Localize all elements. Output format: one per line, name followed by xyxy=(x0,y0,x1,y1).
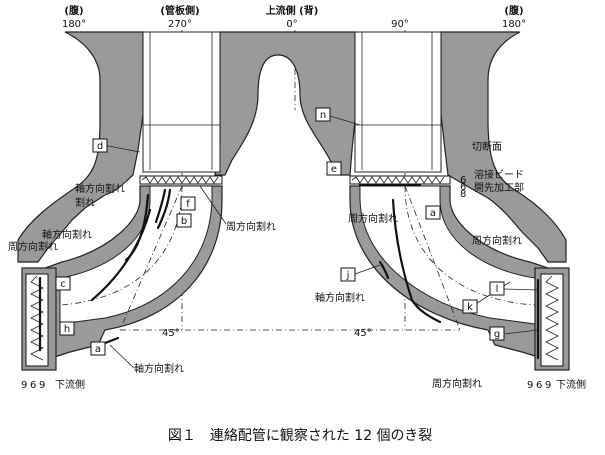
annot-45-left: 45° xyxy=(162,328,180,339)
crack-box-g xyxy=(489,326,505,341)
annot-axial-1: 軸方向割れ xyxy=(75,182,125,195)
crack-label-a-left: a xyxy=(95,344,101,355)
dim-left-1: 9 xyxy=(21,380,27,391)
label-90: 90° xyxy=(391,19,409,30)
figure-caption: 図１ 連絡配管に観察された 12 個のき裂 xyxy=(168,427,432,444)
crack-box-c xyxy=(55,276,71,291)
crack-label-g: g xyxy=(494,329,500,340)
dim-right-2: 6 xyxy=(536,380,542,391)
crack-box-l xyxy=(489,281,505,296)
left-45-line xyxy=(119,185,183,331)
leader-l xyxy=(503,288,539,291)
label-belly-right: (腹) xyxy=(504,4,523,17)
crack-trace-right-axial xyxy=(391,198,442,324)
dim-bead-1: 6 xyxy=(460,175,466,186)
label-upstream: 上流側 (背) xyxy=(266,4,319,17)
leader-axial-3 xyxy=(109,344,135,369)
crack-label-e: e xyxy=(331,164,337,175)
annot-axial-4: 軸方向割れ xyxy=(315,291,365,304)
label-tubesheet: (管板側) xyxy=(160,4,199,17)
right-pipe-bore xyxy=(354,31,442,173)
annot-cut-surface: 切断面 xyxy=(472,140,502,153)
crack-label-b: b xyxy=(181,216,187,227)
crack-box-j xyxy=(340,267,356,282)
dim-left-2: 6 xyxy=(30,380,36,391)
label-180-left: 180° xyxy=(62,19,86,30)
crack-trace-j xyxy=(378,260,390,280)
annot-axial-3: 軸方向割れ xyxy=(134,362,184,375)
crack-box-k xyxy=(462,299,478,314)
crack-label-d: d xyxy=(97,141,103,152)
leader-j xyxy=(354,264,381,275)
annot-circ-1-head: 割れ xyxy=(75,196,95,209)
crack-label-n: n xyxy=(320,110,326,121)
annot-45-right: 45° xyxy=(354,328,372,339)
crack-box-d xyxy=(92,138,108,153)
dim-bead-3: 8 xyxy=(460,189,466,200)
left-outlet-weld xyxy=(25,273,49,367)
leader-n xyxy=(329,115,361,126)
weld-bead-left xyxy=(139,175,223,185)
annot-downstream-right: 下流側 xyxy=(556,378,586,391)
weld-ripple-left xyxy=(141,176,219,184)
label-0: 0° xyxy=(286,19,297,30)
crack-box-a-right xyxy=(425,205,441,220)
dim-bead-2: 6 xyxy=(460,182,466,193)
annot-weld-bead: 溶接ビード xyxy=(474,168,524,181)
crack-label-k: k xyxy=(467,302,473,313)
crack-box-f xyxy=(180,196,196,211)
crack-label-f: f xyxy=(186,199,190,210)
annot-circ-6: 周方向割れ xyxy=(432,377,482,390)
left-elbow-bore xyxy=(59,185,213,325)
leader-circ-3 xyxy=(199,185,227,225)
crack-box-h xyxy=(59,321,75,336)
dim-left-3: 9 xyxy=(39,380,45,391)
crack-label-a-right: a xyxy=(430,208,436,219)
annot-circ-5: 周方向割れ xyxy=(472,234,522,247)
crack-label-j: j xyxy=(346,270,350,281)
crack-box-e xyxy=(326,161,342,176)
label-180-right: 180° xyxy=(502,19,526,30)
annot-axial-2: 軸方向割れ xyxy=(42,228,92,241)
left-elbow-centerarc xyxy=(59,185,183,306)
label-belly-left: (腹) xyxy=(64,4,83,17)
crack-label-l: l xyxy=(496,284,499,295)
crack-trace-f xyxy=(156,188,172,230)
label-270: 270° xyxy=(168,19,192,30)
right-outlet-weld-ripple xyxy=(545,275,559,361)
crack-trace-c-long xyxy=(90,208,152,302)
annot-downstream-left: 下流側 xyxy=(55,378,85,391)
annot-groove: 開先加工部 xyxy=(474,181,524,194)
dim-right-1: 9 xyxy=(527,380,533,391)
left-pipe-bore xyxy=(142,31,221,173)
crack-trace-b xyxy=(154,188,167,224)
leader-d xyxy=(102,144,141,153)
crack-box-a-left xyxy=(90,341,106,356)
crack-label-h: h xyxy=(64,324,70,335)
header-left-wall xyxy=(17,31,144,263)
crack-box-n xyxy=(315,107,331,122)
header-right-wall xyxy=(440,31,567,263)
weld-ripple-right xyxy=(351,176,445,184)
right-outlet-weld xyxy=(540,273,564,367)
annot-circ-2: 周方向割れ xyxy=(8,240,58,253)
dim-right-3: 9 xyxy=(545,380,551,391)
crack-box-b xyxy=(176,213,192,228)
annot-circ-3: 周方向割れ xyxy=(226,220,276,233)
right-elbow-centerarc xyxy=(404,185,536,306)
header-middle-web xyxy=(214,31,356,176)
annot-circ-4: 周方向割れ xyxy=(348,212,398,225)
leader-g xyxy=(503,329,539,335)
crack-label-c: c xyxy=(60,279,66,290)
